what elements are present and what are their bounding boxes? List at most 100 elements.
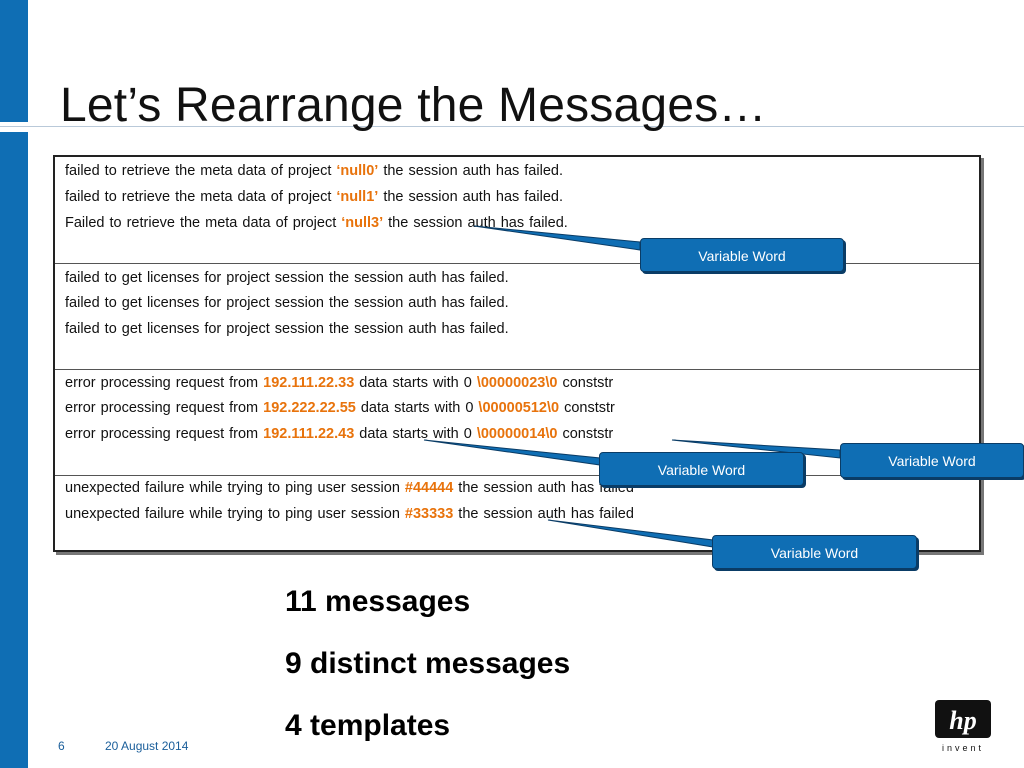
variable-word-callout: Variable Word <box>640 238 844 272</box>
message-word: user <box>317 480 346 496</box>
variable-word: ‘null1’ <box>336 189 379 205</box>
variable-word-callout: Variable Word <box>712 535 917 569</box>
message-word: failed <box>599 506 634 522</box>
message-word: from <box>229 426 259 442</box>
message-word: failed <box>65 270 100 286</box>
message-word: request <box>175 400 225 416</box>
message-word: auth <box>537 480 566 496</box>
message-word: the <box>179 215 201 231</box>
message-word: failed <box>65 189 100 205</box>
message-word: project <box>226 321 270 337</box>
message-word: session <box>274 321 324 337</box>
message-word: the <box>458 506 479 522</box>
hp-logo-icon: hp invent <box>935 700 991 753</box>
message-word: failed. <box>469 321 509 337</box>
hp-logo: hp invent <box>932 698 994 754</box>
message-word: failure <box>144 506 185 522</box>
message-word: with <box>434 400 461 416</box>
variable-word: 192.111.22.43 <box>263 426 355 442</box>
message-word: 0 <box>463 426 472 442</box>
message-word: error <box>65 400 96 416</box>
message-word: with <box>432 426 459 442</box>
message-word: get <box>121 321 142 337</box>
message-word: licenses <box>146 295 200 311</box>
message-word: auth <box>467 215 496 231</box>
message-word: starts <box>392 375 428 391</box>
message-word: conststr <box>562 426 614 442</box>
message-word: failed. <box>469 270 509 286</box>
message-word: licenses <box>146 270 200 286</box>
message-word: the <box>458 480 479 496</box>
message-word: data <box>359 375 388 391</box>
message-word: unexpected <box>65 480 140 496</box>
message-word: ping <box>285 480 313 496</box>
message-word: session <box>274 270 324 286</box>
message-word: processing <box>100 426 171 442</box>
variable-word: \00000014\0 <box>476 426 558 442</box>
variable-word-callout: Variable Word <box>840 443 1024 478</box>
message-word: request <box>175 426 225 442</box>
message-word: failed. <box>529 215 568 231</box>
message-word: from <box>229 375 259 391</box>
message-word: data <box>237 163 266 179</box>
message-word: the <box>388 215 409 231</box>
message-word: has <box>495 189 520 205</box>
message-word: conststr <box>562 375 614 391</box>
message-word: session <box>408 189 458 205</box>
message-word: request <box>175 375 225 391</box>
message-word: licenses <box>146 321 200 337</box>
message-word: unexpected <box>65 506 140 522</box>
message-word: failure <box>144 480 185 496</box>
message-word: meta <box>200 163 233 179</box>
message-word: the <box>383 189 404 205</box>
message-word: failed. <box>524 163 563 179</box>
variable-word: \00000512\0 <box>478 400 560 416</box>
message-word: auth <box>462 189 491 205</box>
message-word: the <box>328 295 350 311</box>
message-word: meta <box>200 189 233 205</box>
message-word: auth <box>537 506 566 522</box>
message-word: to <box>268 480 281 496</box>
message-word: session <box>354 270 404 286</box>
message-word: meta <box>205 215 238 231</box>
left-accent-bar-bottom <box>0 132 28 768</box>
message-word: project <box>226 295 270 311</box>
message-word: has <box>570 506 595 522</box>
message-word: for <box>204 270 222 286</box>
message-word: session <box>350 506 400 522</box>
message-word: error <box>65 375 96 391</box>
message-word: trying <box>227 506 263 522</box>
message-word: failed <box>65 295 100 311</box>
message-word: session <box>408 163 458 179</box>
footer-date: 20 August 2014 <box>105 739 189 753</box>
message-word: has <box>495 163 520 179</box>
message-word: starts <box>394 400 430 416</box>
message-word: session <box>354 295 404 311</box>
message-word: to <box>268 506 281 522</box>
message-word: of <box>275 215 288 231</box>
message-word: trying <box>227 480 263 496</box>
message-word: the <box>383 163 404 179</box>
message-word: auth <box>408 295 437 311</box>
message-word: failed <box>65 321 100 337</box>
message-word: get <box>121 295 142 311</box>
message-word: 0 <box>463 375 472 391</box>
message-word: retrieve <box>121 163 171 179</box>
message-word: auth <box>462 163 491 179</box>
message-word: data <box>242 215 271 231</box>
message-word: starts <box>392 426 428 442</box>
message-word: project <box>292 215 337 231</box>
message-word: data <box>237 189 266 205</box>
variable-word: #44444 <box>404 480 454 496</box>
message-word: the <box>175 163 196 179</box>
message-word: project <box>287 163 332 179</box>
message-word: to <box>104 295 117 311</box>
